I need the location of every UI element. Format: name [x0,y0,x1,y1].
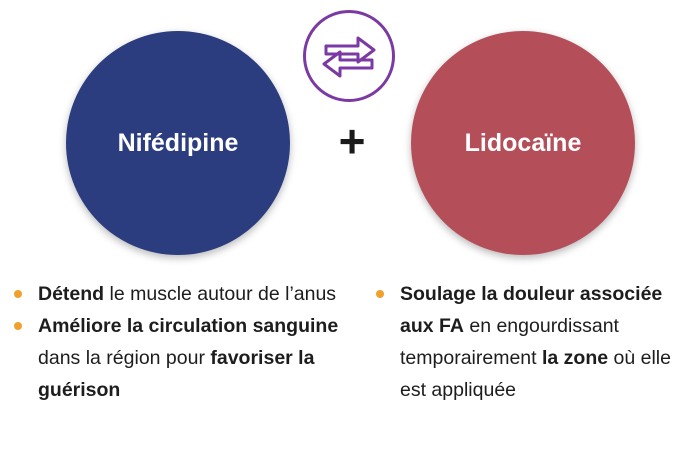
benefit-text: en engourdissant temporairement [400,315,619,369]
benefit-bold: la zone [541,347,609,369]
benefit-text: où elle est appliquée [400,347,671,401]
swap-arrows-icon [322,36,376,78]
benefit-bold: Détend [38,283,105,305]
swap-badge [303,10,395,102]
benefit-bold: favoriser la guérison [38,347,315,401]
lidocaine-circle: Lidocaïne [411,31,635,255]
lidocaine-label: Lidocaïne [464,128,582,157]
bullet-icon [14,290,22,298]
benefit-text: le muscle autour de l’anus [104,283,337,305]
list-item: Soulage la douleur associée aux FA en en… [376,278,696,406]
list-item: Détend le muscle autour de l’anus [14,278,344,310]
plus-operator: + [338,115,366,167]
nifedipine-label: Nifédipine [117,128,239,157]
benefit-bold: Soulage la douleur associée aux FA [400,283,663,337]
bullet-icon [376,290,384,298]
benefit-bold: Améliore la circulation sanguine [38,315,339,337]
nifedipine-benefits-list: Détend le muscle autour de l’anus Amélio… [14,278,344,406]
bullet-icon [14,322,22,330]
lidocaine-benefits-list: Soulage la douleur associée aux FA en en… [376,278,696,406]
nifedipine-circle: Nifédipine [66,31,290,255]
benefit-text: dans la région pour [38,347,211,369]
list-item: Améliore la circulation sanguine dans la… [14,310,344,406]
